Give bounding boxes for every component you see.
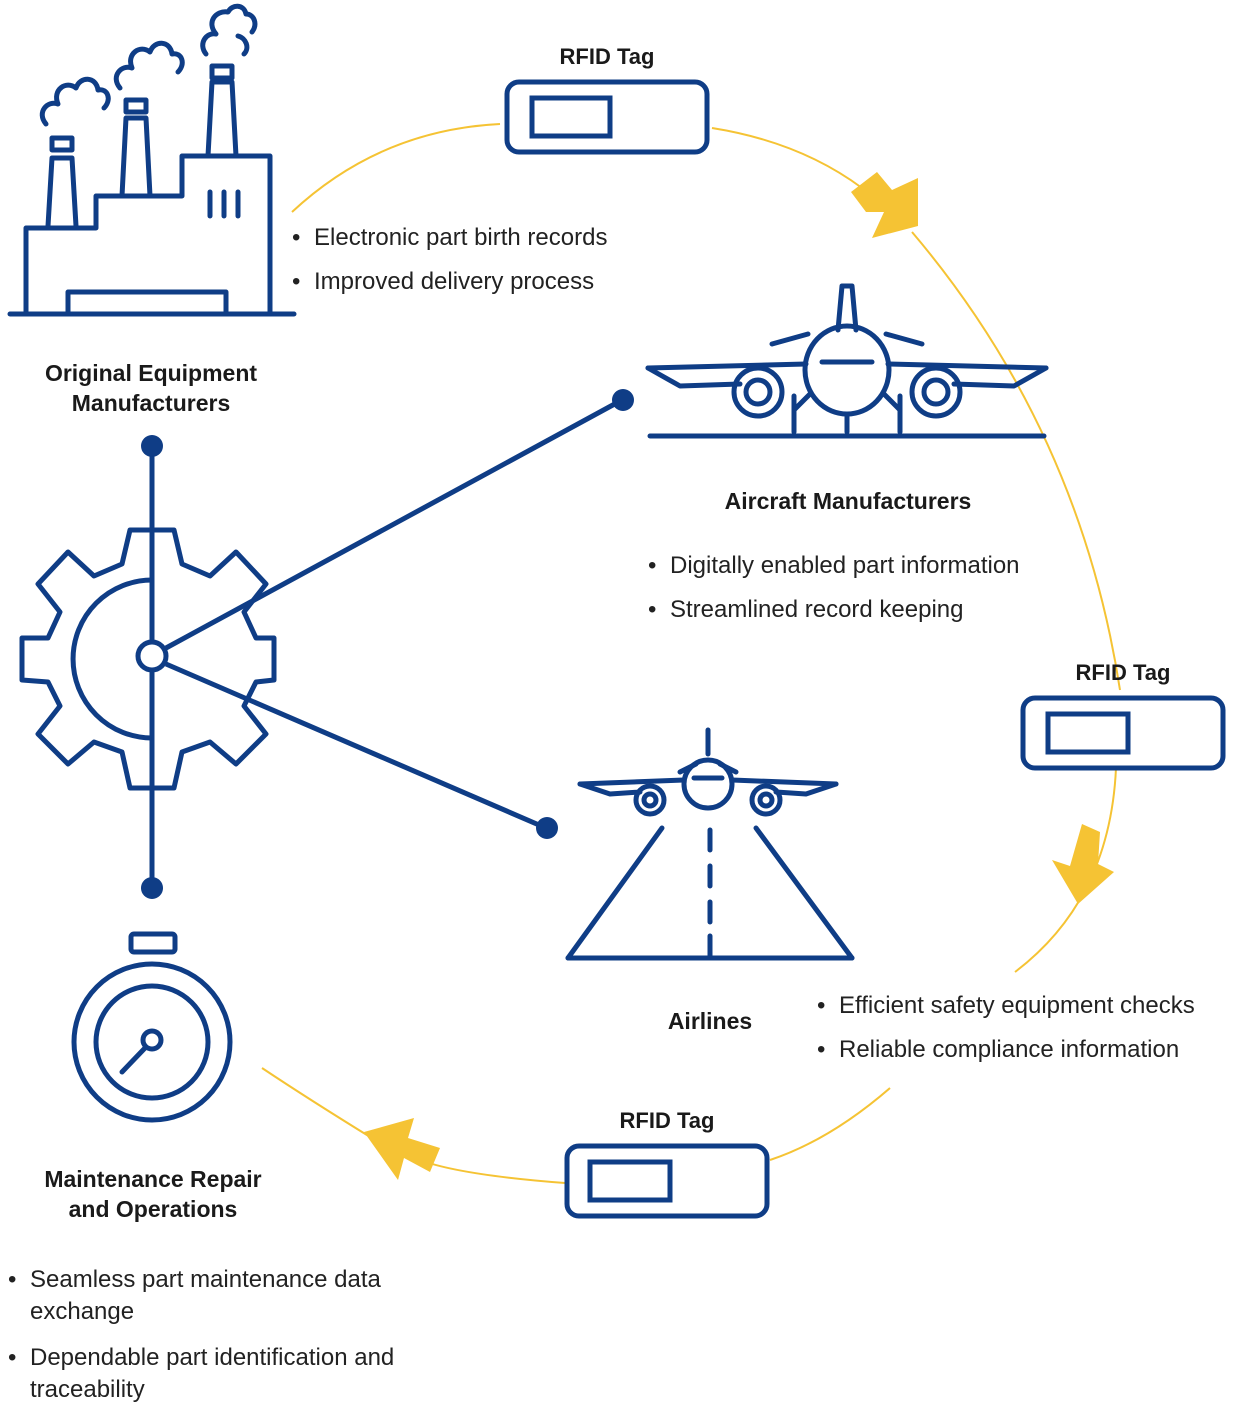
arrow-right bbox=[1052, 824, 1114, 904]
aircraft-manufacturers-title: Aircraft Manufacturers bbox=[724, 488, 972, 514]
arc-right-upper bbox=[911, 231, 1121, 691]
arrow-top-right bbox=[851, 172, 918, 238]
gear-icon bbox=[19, 527, 277, 791]
mro-title: Maintenance Repair and Operations bbox=[0, 1164, 306, 1224]
mro-title-line-1: Maintenance Repair bbox=[44, 1166, 262, 1192]
arc-bottom-far-left bbox=[261, 1067, 376, 1141]
oem-benefits-list: Electronic part birth records Improved d… bbox=[292, 216, 607, 304]
aircraft-benefits-list: Digitally enabled part information Strea… bbox=[648, 544, 1020, 632]
rfid-tag-label-2: RFID Tag bbox=[1075, 660, 1171, 685]
connector-dots bbox=[141, 389, 634, 899]
aircraft-benefit-item: Streamlined record keeping bbox=[648, 588, 1020, 632]
arrow-bottom-left bbox=[364, 1118, 440, 1180]
arc-bottom-right bbox=[769, 1087, 891, 1161]
rfid-tag-icon-1 bbox=[504, 79, 710, 155]
mro-benefit-item: Seamless part maintenance data exchange bbox=[8, 1264, 398, 1328]
oem-benefit-item: Improved delivery process bbox=[292, 260, 607, 304]
stopwatch-icon bbox=[71, 931, 233, 1123]
connector-lines bbox=[149, 397, 624, 886]
aircraft-benefit-item: Digitally enabled part information bbox=[648, 544, 1020, 588]
airlines-benefit-item: Efficient safety equipment checks bbox=[817, 984, 1195, 1028]
oem-benefit-item: Electronic part birth records bbox=[292, 216, 607, 260]
airlines-benefits-list: Efficient safety equipment checks Reliab… bbox=[817, 984, 1195, 1072]
oem-title-line-2: Manufacturers bbox=[71, 390, 231, 416]
arc-top-right bbox=[711, 127, 863, 189]
rfid-tag-icon-3 bbox=[564, 1143, 770, 1219]
arc-bottom-left bbox=[419, 1159, 566, 1184]
rfid-tag-label-3: RFID Tag bbox=[619, 1108, 715, 1133]
oem-title: Original Equipment Manufacturers bbox=[0, 358, 302, 418]
flow-arrows bbox=[364, 172, 1114, 1180]
factory-icon bbox=[7, 3, 297, 317]
airlines-benefit-item: Reliable compliance information bbox=[817, 1028, 1195, 1072]
cycle-arcs bbox=[261, 123, 1121, 1184]
aircraft-icon bbox=[645, 283, 1049, 439]
arc-top-left bbox=[291, 123, 501, 213]
mro-title-line-2: and Operations bbox=[68, 1196, 238, 1222]
mro-benefit-item: Dependable part identification and trace… bbox=[8, 1342, 398, 1402]
oem-title-line-1: Original Equipment bbox=[44, 360, 258, 386]
runway-airplane-icon bbox=[565, 727, 855, 961]
airlines-title: Airlines bbox=[667, 1008, 753, 1034]
rfid-tag-label-1: RFID Tag bbox=[559, 44, 655, 69]
rfid-tag-icon-2 bbox=[1020, 695, 1226, 771]
mro-benefits-list: Seamless part maintenance data exchange … bbox=[8, 1264, 398, 1402]
